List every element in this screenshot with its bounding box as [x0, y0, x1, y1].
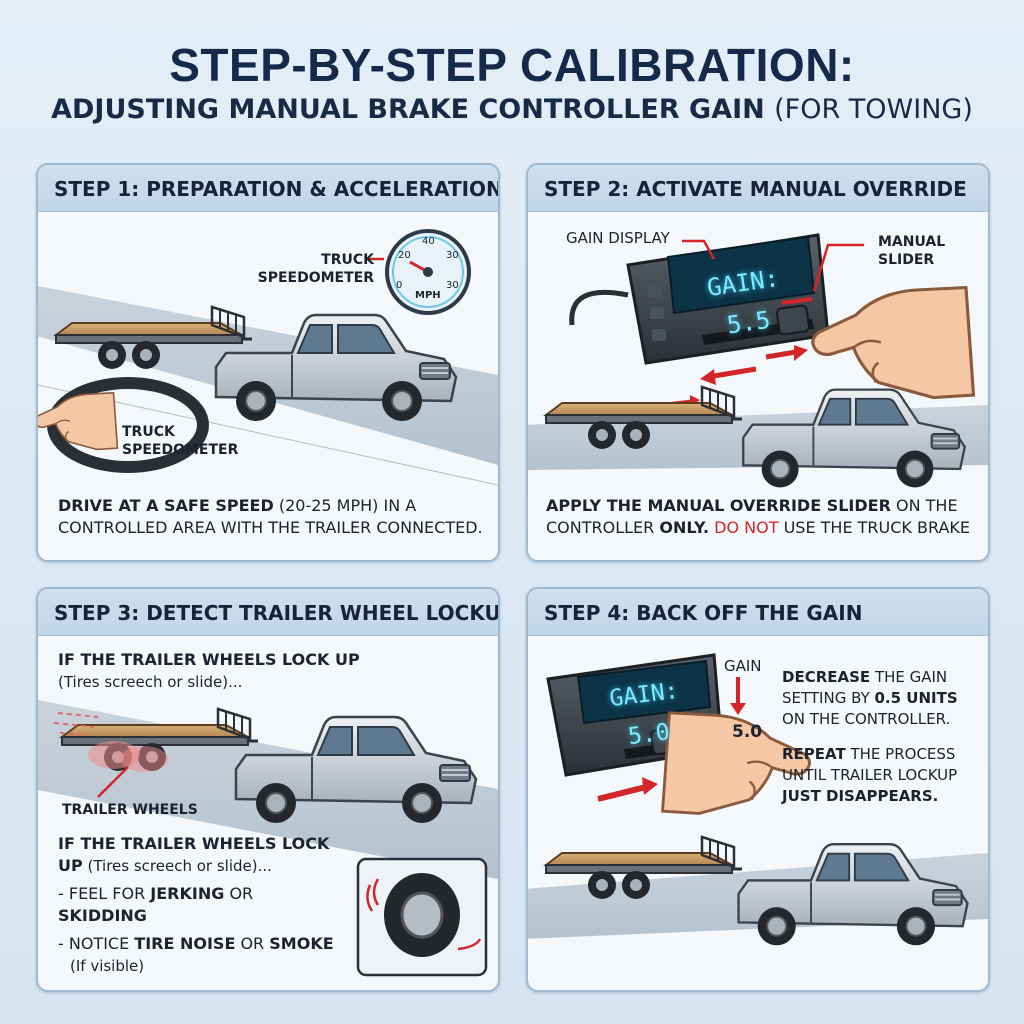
gauge-tick: 40 — [422, 236, 435, 247]
step-3-heading-2-bold: UP — [58, 856, 83, 875]
step-3-heading-2-sub: (Tires screech or slide)... — [82, 857, 272, 875]
step-4-p2-bold: REPEAT — [782, 745, 846, 763]
step-3-header: STEP 3: DETECT TRAILER WHEEL LOCKUP — [38, 589, 498, 636]
label-manual-slider-line1: MANUAL — [878, 234, 946, 250]
step-2-title: STEP 2: ACTIVATE MANUAL OVERRIDE — [544, 177, 967, 201]
step-3-panel: STEP 3: DETECT TRAILER WHEEL LOCKUP IF T… — [36, 587, 500, 992]
step-1-title: STEP 1: PREPARATION & ACCELERATION — [54, 177, 500, 201]
gauge-unit: MPH — [415, 290, 441, 301]
step-4-p1-bold2: 0.5 UNITS — [874, 689, 958, 707]
step-2-illustration — [528, 233, 988, 489]
gauge-tick: 20 — [398, 250, 411, 261]
step-1-panel: 40 20 30 0 30 MPH STEP 1: PREPARATION & … — [36, 163, 500, 562]
step-2-description: APPLY THE MANUAL OVERRIDE SLIDER ON THE … — [546, 495, 970, 539]
label-manual-slider-line2: SLIDER — [878, 252, 935, 268]
label-gain: GAIN — [724, 657, 762, 675]
step-4-p1-a: THE GAIN — [870, 668, 948, 686]
step-4-p2-a: THE PROCESS — [845, 745, 956, 763]
step-1-desc-part1: (20-25 MPH) IN A — [273, 496, 417, 515]
step-2-panel: GAIN: 5.5 STEP 2: ACTIVATE MANUAL OVERRI… — [526, 163, 990, 562]
bullet-1-d: SKIDDING — [58, 906, 147, 925]
label-speedometer-top-line1: TRUCK — [321, 252, 374, 268]
step-3-heading-1-sub: (Tires screech or slide)... — [58, 673, 243, 691]
label-speedometer-bottom-line2: SPEEDOMETER — [122, 442, 239, 458]
bullet-2-e: (If visible) — [70, 957, 145, 975]
step-2-desc-red: DO NOT — [709, 518, 779, 537]
step-1-header: STEP 1: PREPARATION & ACCELERATION — [38, 165, 498, 212]
bullet-1-c: OR — [224, 884, 254, 903]
step-1-description: DRIVE AT A SAFE SPEED (20-25 MPH) IN A C… — [58, 495, 483, 539]
step-3-heading-2-line1: IF THE TRAILER WHEELS LOCK — [58, 834, 330, 853]
subtitle-paren: (FOR TOWING) — [774, 94, 973, 125]
label-speedometer-bottom-line1: TRUCK — [122, 424, 175, 440]
label-gain-value: 5.0 — [732, 722, 763, 742]
bullet-1-a: - FEEL FOR — [58, 884, 151, 903]
operator-hand — [811, 285, 976, 400]
page-subtitle: ADJUSTING MANUAL BRAKE CONTROLLER GAIN (… — [0, 94, 1024, 125]
label-speedometer-top-line2: SPEEDOMETER — [257, 270, 374, 286]
driver-hand — [38, 392, 119, 451]
bullet-1-b: JERKING — [150, 884, 225, 903]
step-3-heading-1-main: IF THE TRAILER WHEELS LOCK UP — [58, 650, 360, 669]
step-2-desc-bold1: APPLY THE MANUAL OVERRIDE SLIDER — [546, 496, 891, 515]
step-3-heading-2: IF THE TRAILER WHEELS LOCK UP (Tires scr… — [58, 833, 329, 877]
step-2-desc-part3: USE THE TRUCK BRAKE — [778, 518, 970, 537]
gauge-tick: 30 — [446, 250, 459, 261]
step-1-desc-line2: CONTROLLED AREA WITH THE TRAILER CONNECT… — [58, 518, 483, 537]
step-4-panel: GAIN: 5.0 STEP 4: BACK OFF THE GAIN GAIN… — [526, 587, 990, 992]
bullet-2-b: TIRE NOISE — [134, 934, 236, 953]
step-4-header: STEP 4: BACK OFF THE GAIN — [528, 589, 988, 636]
gauge-tick: 30 — [446, 280, 459, 291]
label-manual-slider: MANUAL SLIDER — [878, 233, 945, 269]
label-speedometer-top: TRUCK SPEEDOMETER — [258, 251, 374, 287]
label-speedometer-bottom: TRUCK SPEEDOMETER — [122, 423, 238, 459]
subtitle-main: ADJUSTING MANUAL BRAKE CONTROLLER GAIN — [51, 94, 765, 125]
step-2-header: STEP 2: ACTIVATE MANUAL OVERRIDE — [528, 165, 988, 212]
step-3-illustration — [38, 699, 498, 977]
step-3-bullets: - FEEL FOR JERKING OR SKIDDING - NOTICE … — [58, 883, 334, 977]
step-4-illustration — [528, 653, 988, 947]
step-2-desc-part2: CONTROLLER — [546, 518, 660, 537]
step-4-p2-b: UNTIL TRAILER LOCKUP — [782, 766, 958, 784]
step-4-p1-c: ON THE CONTROLLER. — [782, 710, 951, 728]
bullet-2-a: - NOTICE — [58, 934, 135, 953]
step-1-desc-bold: DRIVE AT A SAFE SPEED — [58, 496, 274, 515]
step-2-desc-part1: ON THE — [890, 496, 958, 515]
step-4-p1-bold: DECREASE — [782, 668, 871, 686]
gauge-tick: 0 — [396, 280, 403, 291]
step-2-desc-bold2: ONLY. — [659, 518, 710, 537]
bullet-2-c: OR — [235, 934, 270, 953]
step-3-title: STEP 3: DETECT TRAILER WHEEL LOCKUP — [54, 601, 500, 625]
label-gain-display: GAIN DISPLAY — [566, 229, 670, 247]
step-4-title: STEP 4: BACK OFF THE GAIN — [544, 601, 863, 625]
speedometer-gauge: 40 20 30 0 30 MPH — [384, 228, 472, 316]
step-4-instructions: DECREASE THE GAIN SETTING BY 0.5 UNITS O… — [782, 667, 958, 807]
bullet-2-d: SMOKE — [269, 934, 334, 953]
page-title: STEP-BY-STEP CALIBRATION: — [169, 39, 855, 91]
step-4-p1-b: SETTING BY — [782, 689, 875, 707]
label-trailer-wheels: TRAILER WHEELS — [62, 802, 198, 818]
step-1-illustration — [38, 257, 498, 486]
step-4-p2-bold2: JUST DISAPPEARS. — [782, 787, 939, 805]
step-3-heading-1: IF THE TRAILER WHEELS LOCK UP (Tires scr… — [58, 649, 360, 693]
